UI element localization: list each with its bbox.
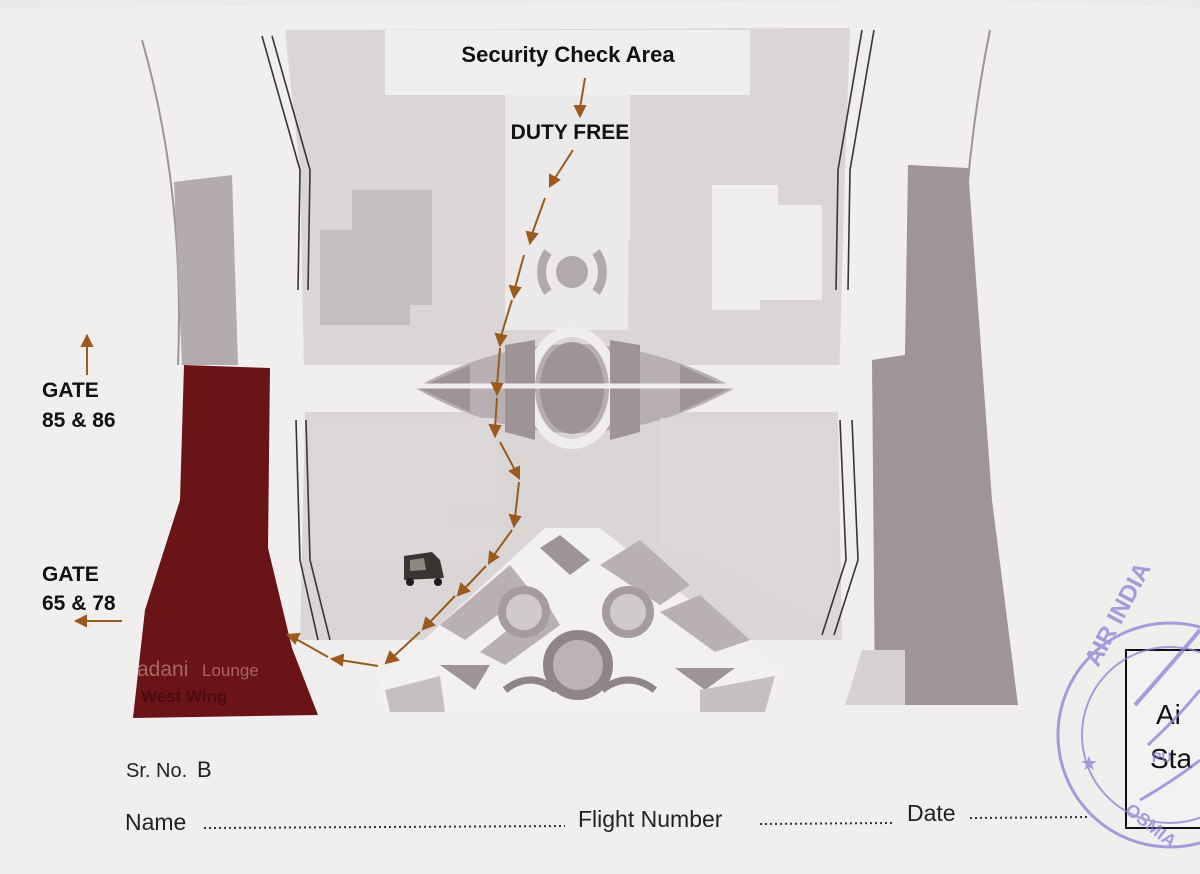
south-plaza-wedge-6 [440, 665, 490, 690]
partial-box-line2: Sta [1150, 743, 1192, 774]
south-fountain-left [498, 586, 550, 638]
lower-left-block [312, 418, 495, 560]
flight-number-field-line[interactable] [759, 822, 893, 825]
gate-65-78-label-line1: GATE [42, 563, 99, 586]
upper-fountain [556, 256, 588, 288]
right-shop-block [712, 185, 822, 310]
upper-fountain-arc-left [537, 249, 552, 295]
gate-85-86-label-line1: GATE [42, 379, 99, 402]
gate-85-86-arrow [80, 333, 94, 375]
left-outer-wall [141, 39, 180, 366]
right-corridor-wall-inner [833, 29, 875, 636]
stamp-star-left: ★ [1080, 753, 1098, 775]
south-fountain-arc-a [502, 676, 559, 693]
left-corridor-wall-outer [261, 35, 319, 641]
right-corridor-wall-outer [821, 29, 863, 636]
south-plaza-wedge-4 [660, 595, 750, 652]
gate-85-86-label-line2: 85 & 86 [42, 409, 116, 432]
lounge-wing-label: West Wing [141, 687, 227, 706]
south-plaza-wedge-5 [540, 535, 590, 575]
left-shop-block [320, 190, 432, 325]
south-fountain-right [602, 586, 654, 638]
date-field-line[interactable] [969, 816, 1091, 819]
flight-number-label: Flight Number [578, 806, 723, 832]
name-label: Name [125, 809, 186, 835]
route-path [285, 77, 587, 667]
gate-65-78-arrow [73, 614, 122, 628]
lower-right-block [660, 418, 838, 630]
partial-info-box [1125, 649, 1200, 829]
auto-rickshaw-icon [404, 552, 444, 586]
adani-lounge-area [133, 365, 318, 718]
west-wing-block [174, 175, 238, 365]
upper-fountain-arc-right [592, 249, 607, 295]
eye-plaza-slice-left [505, 340, 535, 440]
south-fountain-arc-b [599, 676, 658, 693]
south-fountain-main [543, 630, 613, 700]
sr-no-value: B [197, 757, 212, 782]
gate-65-78-label-line2: 65 & 78 [42, 592, 116, 615]
east-wing-block [872, 165, 1018, 705]
left-corridor-wall-inner [271, 35, 331, 641]
lounge-word-label: Lounge [202, 661, 259, 680]
security-check-label: Security Check Area [461, 42, 675, 67]
south-plaza-wedge-3 [600, 540, 690, 605]
south-plaza-wedge-7 [675, 668, 735, 690]
east-wing-corner [845, 650, 905, 705]
sr-no-label: Sr. No. [126, 760, 187, 782]
south-plaza-wedge-8 [385, 676, 445, 712]
date-label: Date [907, 800, 956, 826]
name-field-line[interactable] [203, 825, 566, 829]
stamp-mid-text: PU [1152, 749, 1171, 765]
duty-free-label: DUTY FREE [511, 121, 630, 144]
eye-plaza-slice-right [610, 340, 640, 440]
south-plaza-wedge-9 [700, 676, 775, 712]
lounge-brand-label: adani [137, 658, 188, 681]
south-plaza-wedge-1 [440, 565, 530, 640]
